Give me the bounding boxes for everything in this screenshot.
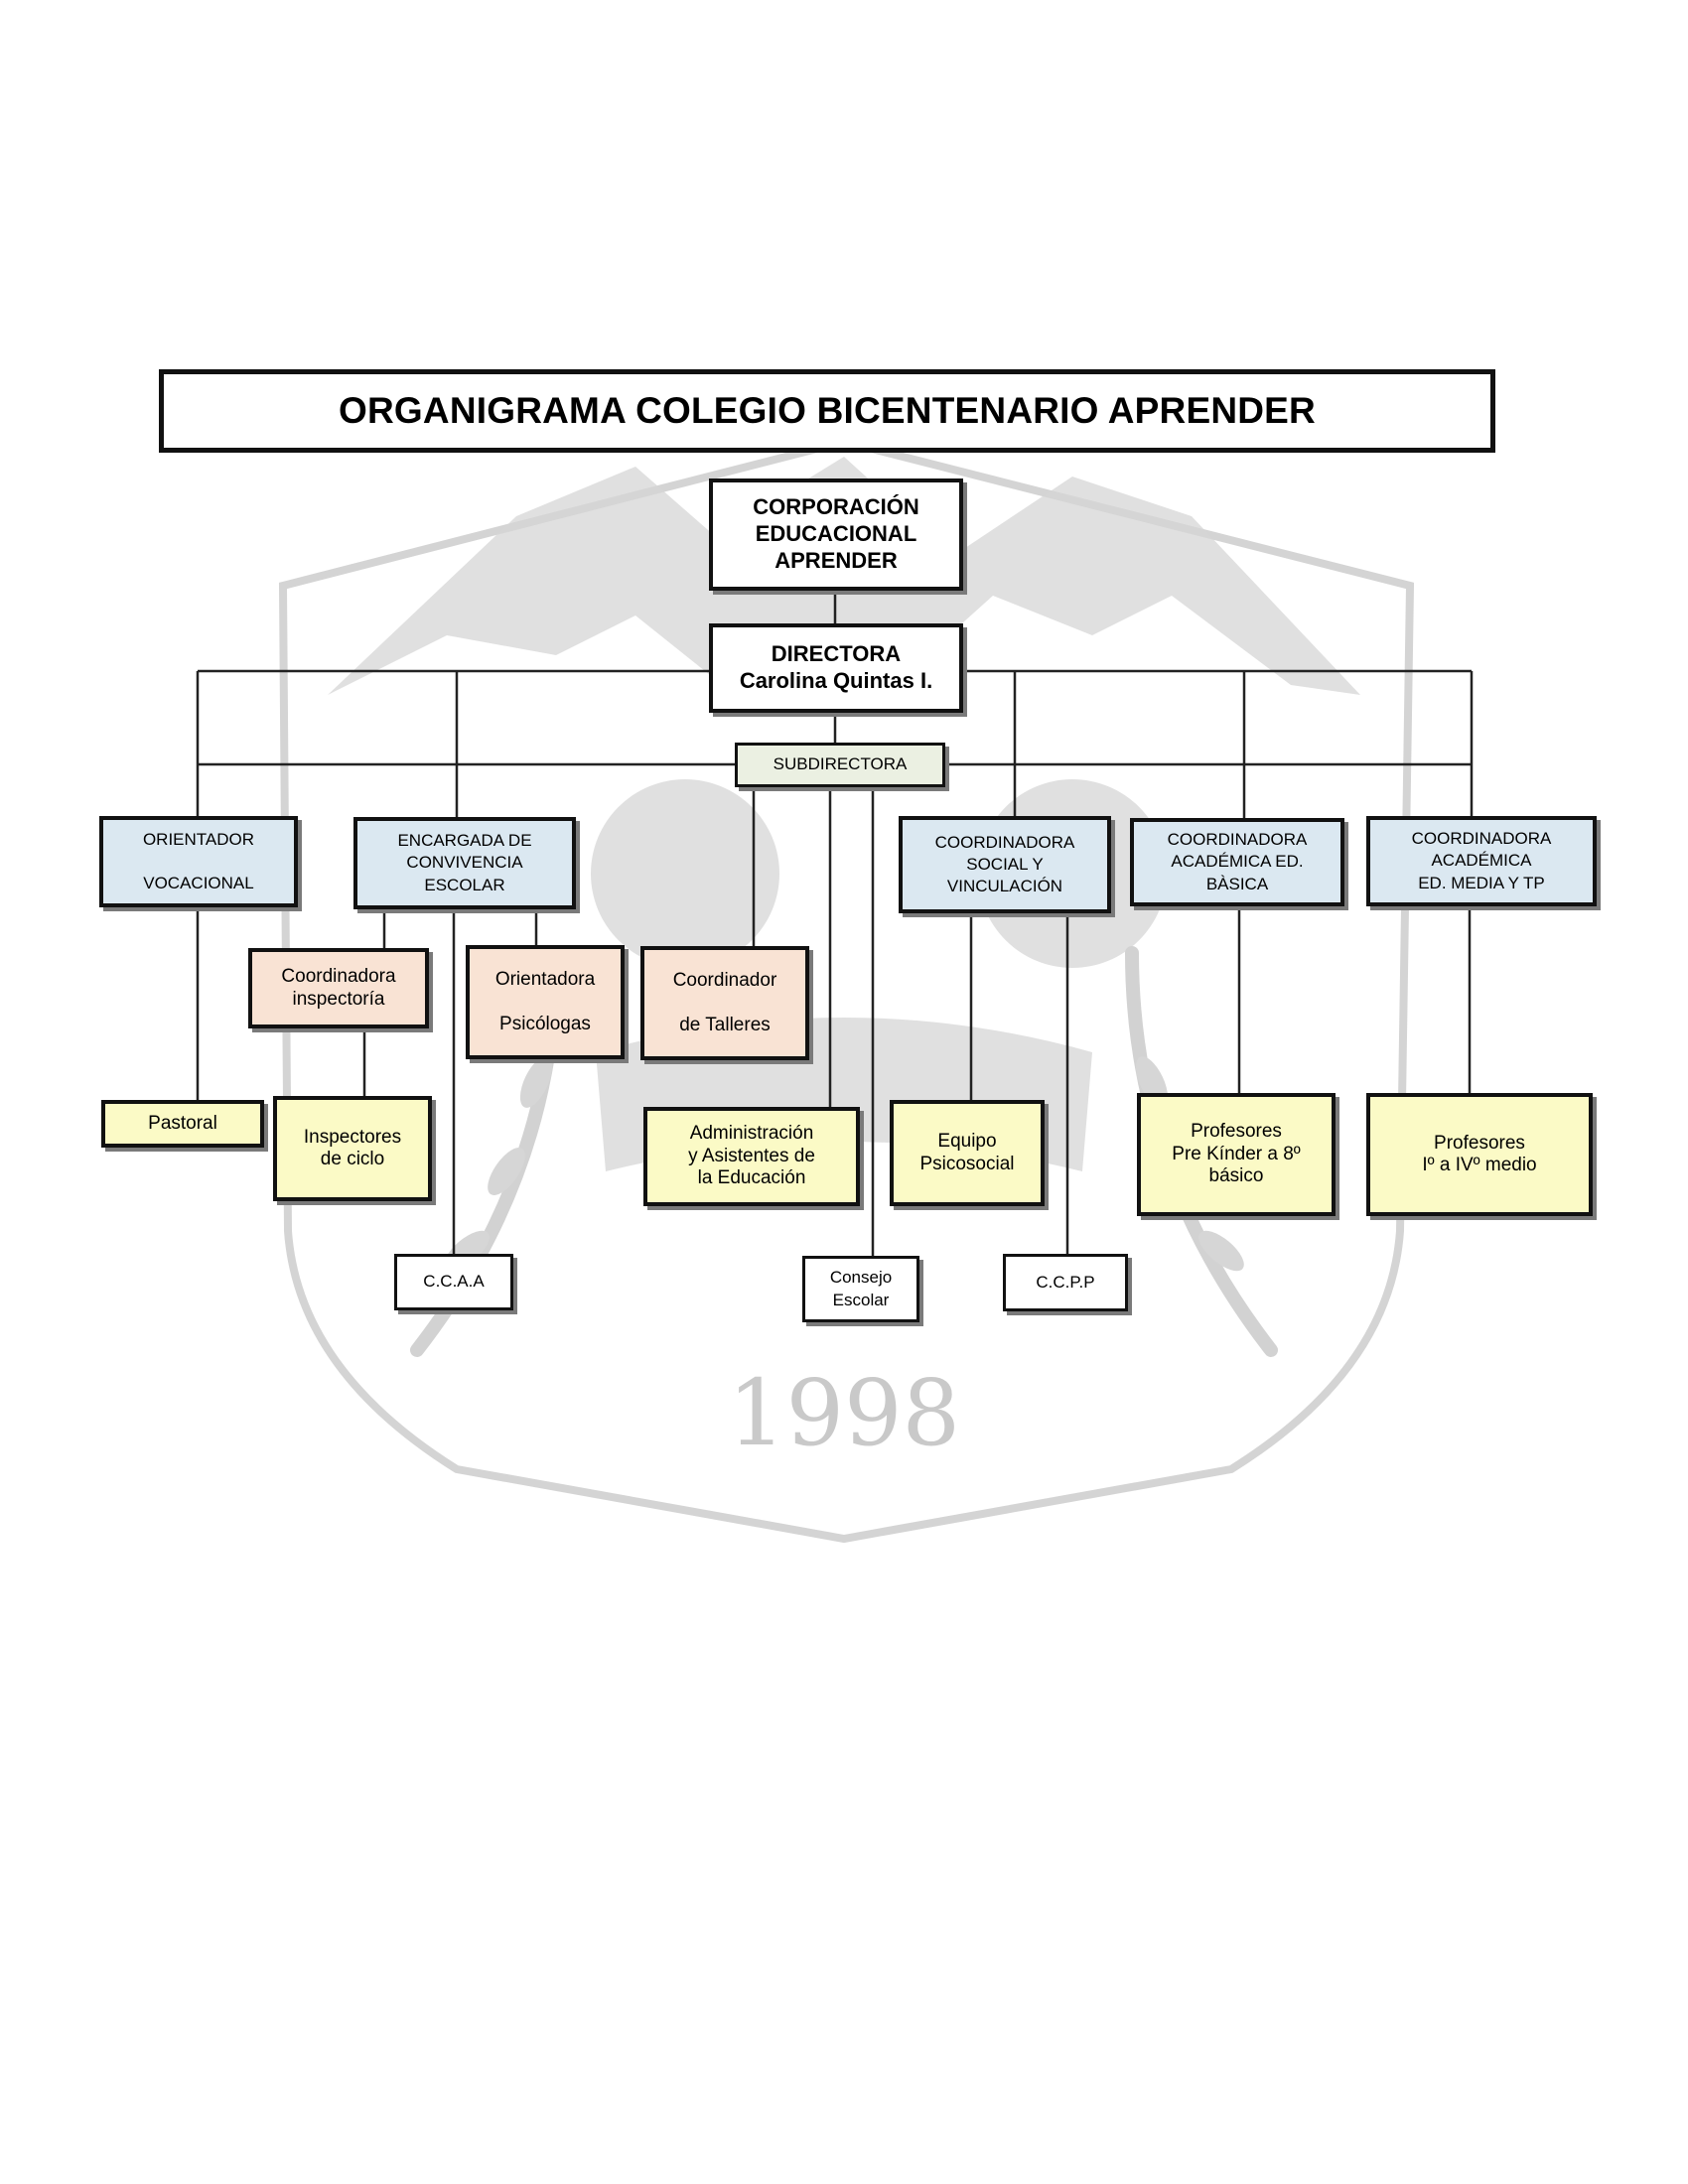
node-administracion: Administración y Asistentes de la Educac… (643, 1107, 860, 1206)
node-encargada-convivencia: ENCARGADA DE CONVIVENCIA ESCOLAR (353, 817, 576, 909)
node-orientadora-label: Orientadora Psicólogas (494, 968, 596, 1034)
node-encargada-convivencia-label: ENCARGADA DE CONVIVENCIA ESCOLAR (397, 831, 532, 894)
node-equipo-psicosocial: Equipo Psicosocial (890, 1100, 1045, 1206)
node-coord-social-label: COORDINADORA SOCIAL Y VINCULACIÓN (934, 832, 1075, 896)
node-orientadora: Orientadora Psicólogas (466, 945, 625, 1059)
node-ccaa: C.C.A.A (394, 1254, 513, 1310)
node-inspectores-label: Inspectores de ciclo (303, 1126, 402, 1169)
node-administracion-label: Administración y Asistentes de la Educac… (688, 1123, 815, 1189)
node-subdirectora: SUBDIRECTORA (735, 743, 945, 787)
node-consejo-escolar-label: Consejo Escolar (829, 1268, 893, 1309)
node-coord-inspectoria: Coordinadora inspectoría (248, 948, 429, 1028)
node-pastoral-label: Pastoral (148, 1112, 217, 1134)
node-coord-talleres: Coordinador de Talleres (640, 946, 809, 1060)
node-inspectores: Inspectores de ciclo (273, 1096, 432, 1201)
node-coord-basica: COORDINADORA ACADÉMICA ED. BÀSICA (1130, 818, 1344, 906)
node-coord-basica-label: COORDINADORA ACADÉMICA ED. BÀSICA (1167, 830, 1308, 893)
node-profesores-basica-label: Profesores Pre Kínder a 8º básico (1172, 1121, 1301, 1187)
node-coord-media-label: COORDINADORA ACADÉMICA ED. MEDIA Y TP (1411, 829, 1552, 892)
node-coord-inspectoria-label: Coordinadora inspectoría (281, 966, 396, 1010)
node-orientador: ORIENTADOR VOCACIONAL (99, 816, 298, 907)
node-orientador-label: ORIENTADOR VOCACIONAL (142, 829, 255, 893)
node-coord-social: COORDINADORA SOCIAL Y VINCULACIÓN (899, 816, 1111, 913)
node-profesores-media: Profesores Iº a IVº medio (1366, 1093, 1593, 1216)
node-directora-label: DIRECTORA Carolina Quintas I. (739, 641, 933, 693)
page-title-text: ORGANIGRAMA COLEGIO BICENTENARIO APRENDE… (339, 390, 1316, 431)
node-profesores-media-label: Profesores Iº a IVº medio (1422, 1132, 1537, 1175)
node-equipo-psicosocial-label: Equipo Psicosocial (919, 1131, 1015, 1174)
node-corporacion-label: CORPORACIÓN EDUCACIONAL APRENDER (753, 494, 919, 573)
node-ccpp: C.C.P.P (1003, 1254, 1128, 1311)
node-profesores-basica: Profesores Pre Kínder a 8º básico (1137, 1093, 1336, 1216)
node-ccaa-label: C.C.A.A (423, 1272, 485, 1292)
node-corporacion: CORPORACIÓN EDUCACIONAL APRENDER (709, 478, 963, 591)
node-ccpp-label: C.C.P.P (1036, 1272, 1095, 1292)
crest-shield-outline (278, 437, 1415, 1544)
page-title: ORGANIGRAMA COLEGIO BICENTENARIO APRENDE… (159, 369, 1495, 453)
crest-figure-left (591, 779, 779, 968)
node-consejo-escolar: Consejo Escolar (802, 1256, 919, 1322)
node-directora: DIRECTORA Carolina Quintas I. (709, 623, 963, 713)
node-coord-talleres-label: Coordinador de Talleres (672, 969, 777, 1035)
node-coord-media: COORDINADORA ACADÉMICA ED. MEDIA Y TP (1366, 816, 1597, 906)
node-subdirectora-label: SUBDIRECTORA (773, 754, 908, 774)
crest-year: 1998 (728, 1360, 960, 1466)
node-pastoral: Pastoral (101, 1100, 264, 1148)
